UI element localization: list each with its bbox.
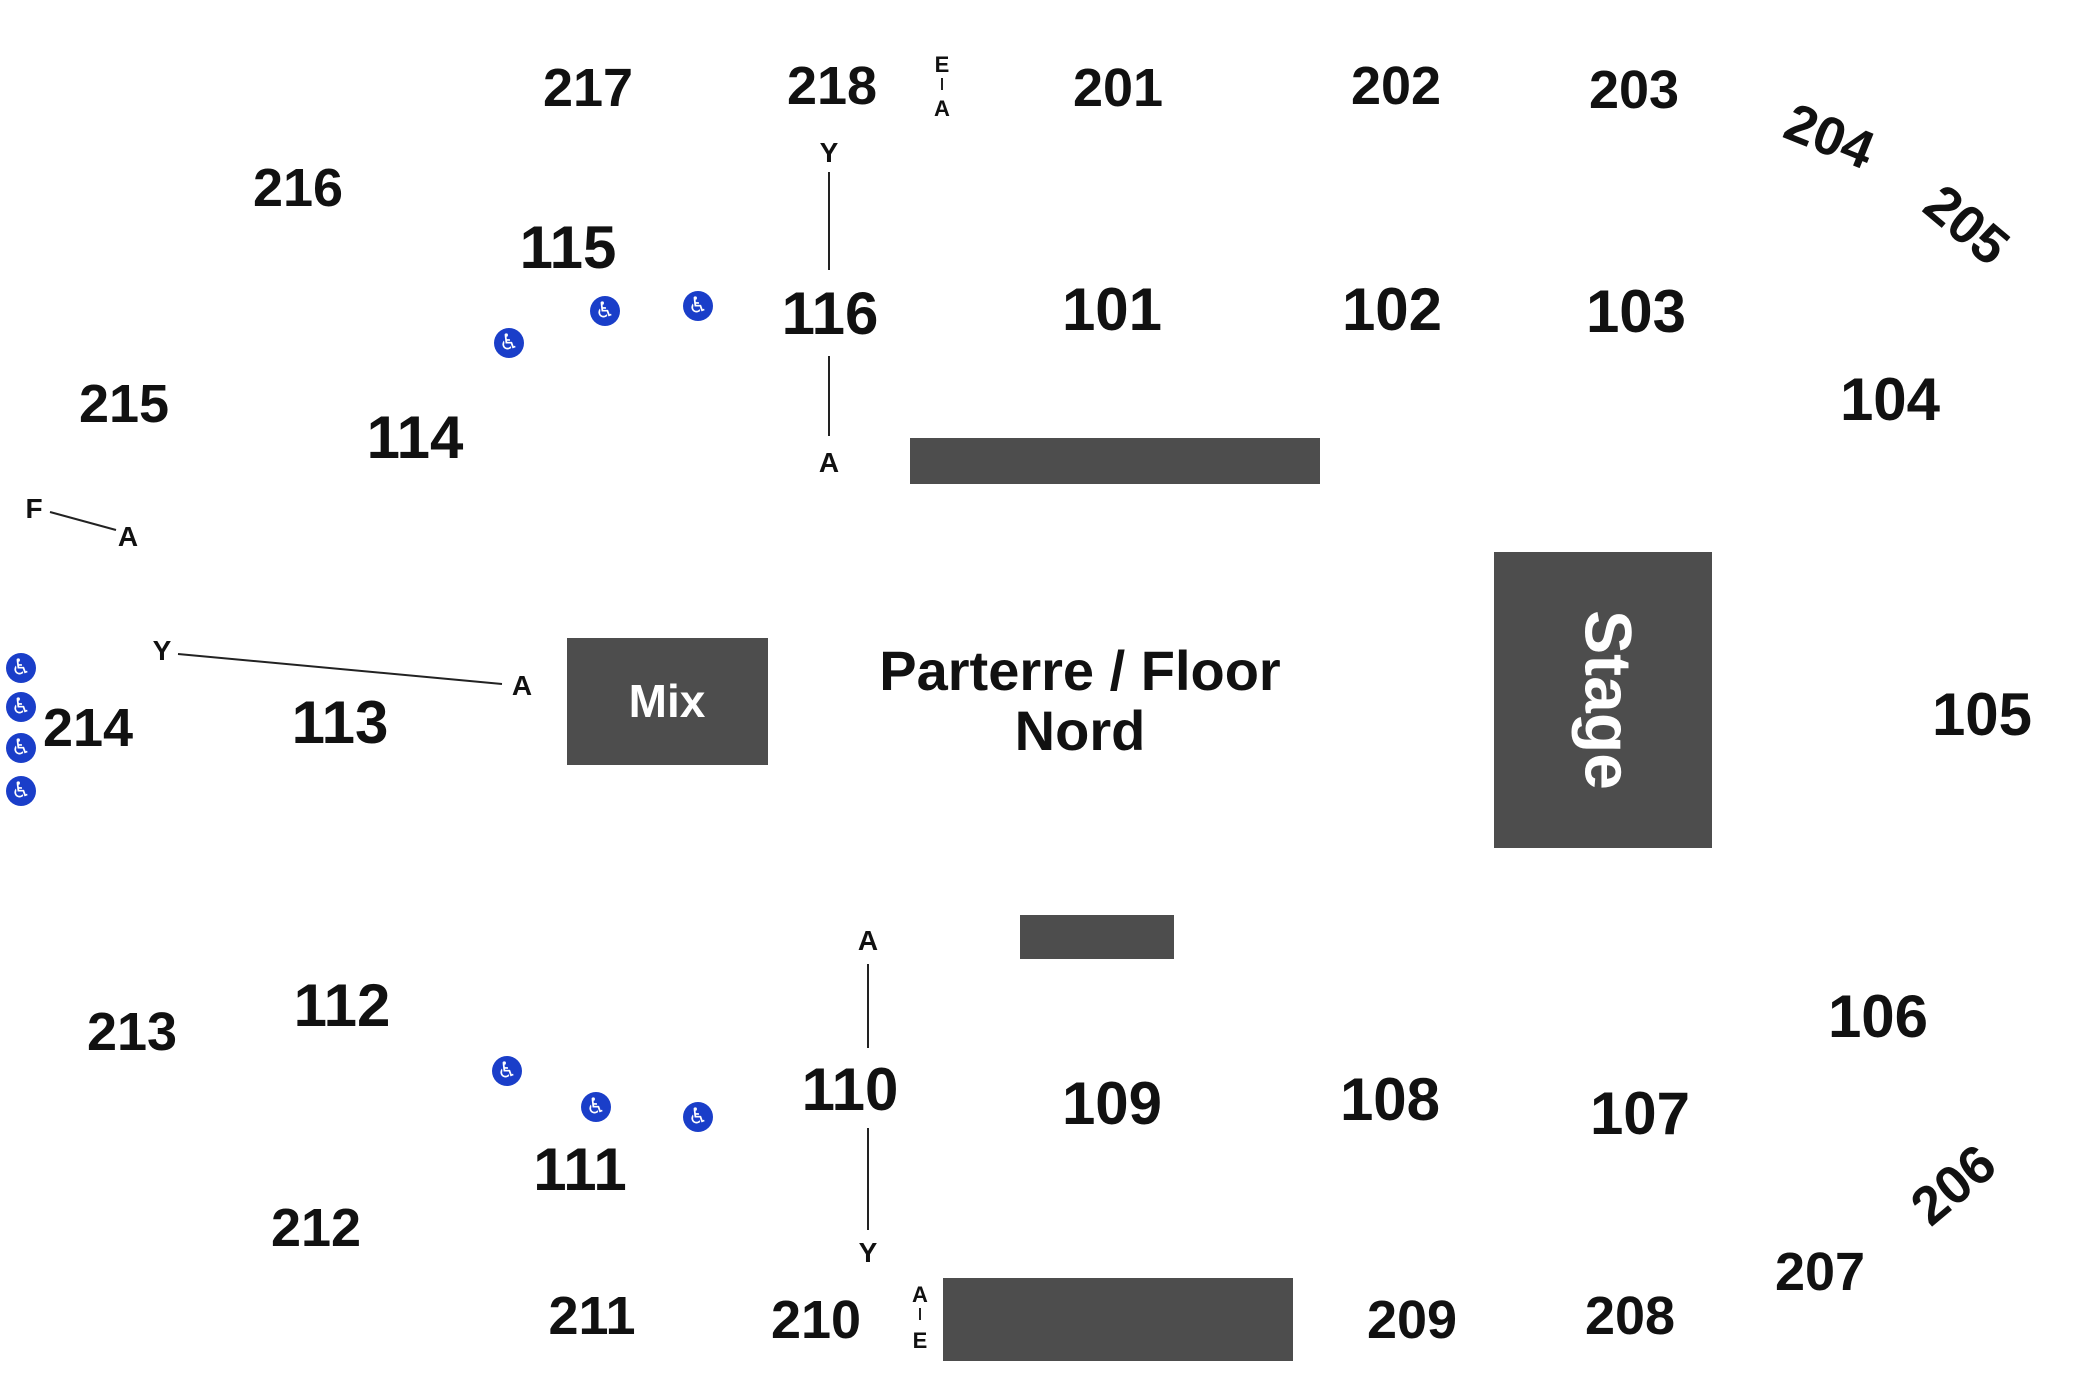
- section-211[interactable]: 211: [548, 1286, 635, 1346]
- svg-text:♿: ♿: [688, 1105, 708, 1130]
- wheelchair-icon[interactable]: ♿: [6, 692, 36, 722]
- row-marker-218-top: E: [935, 52, 950, 77]
- svg-text:♿: ♿: [11, 779, 31, 804]
- section-103[interactable]: 103: [1586, 278, 1686, 345]
- section-215[interactable]: 215: [79, 374, 169, 434]
- floor-label-line2: Nord: [1015, 699, 1146, 762]
- aisle-line-113: [177, 653, 503, 685]
- section-217[interactable]: 217: [543, 58, 633, 118]
- floor-label-line1: Parterre / Floor: [879, 639, 1280, 702]
- row-marker-113-left: Y: [153, 635, 172, 666]
- row-marker-210-top: A: [912, 1282, 928, 1307]
- section-206[interactable]: 206: [1900, 1133, 2008, 1237]
- section-116[interactable]: 116: [782, 280, 879, 347]
- section-108[interactable]: 108: [1340, 1066, 1440, 1133]
- row-marker-218-bottom: A: [934, 96, 950, 121]
- svg-text:♿: ♿: [11, 695, 31, 720]
- wheelchair-icon[interactable]: ♿: [581, 1092, 611, 1122]
- section-201[interactable]: 201: [1073, 58, 1163, 118]
- stage-block: [1494, 552, 1712, 848]
- section-216[interactable]: 216: [253, 158, 343, 218]
- wheelchair-icon[interactable]: ♿: [494, 328, 524, 358]
- floor-barrier-bottom: [943, 1278, 1293, 1361]
- section-107[interactable]: 107: [1590, 1080, 1690, 1147]
- wheelchair-icon[interactable]: ♿: [492, 1056, 522, 1086]
- floor-barrier-top: [910, 438, 1320, 484]
- section-204[interactable]: 204: [1776, 92, 1882, 181]
- section-109[interactable]: 109: [1062, 1070, 1162, 1137]
- svg-text:♿: ♿: [688, 294, 708, 319]
- section-213[interactable]: 213: [87, 1002, 177, 1062]
- section-101[interactable]: 101: [1062, 276, 1162, 343]
- row-marker-113-right: A: [512, 670, 532, 701]
- section-114[interactable]: 114: [367, 404, 464, 471]
- svg-text:♿: ♿: [497, 1059, 517, 1084]
- section-110[interactable]: 110: [802, 1056, 899, 1123]
- section-209[interactable]: 209: [1367, 1290, 1457, 1350]
- svg-text:♿: ♿: [11, 736, 31, 761]
- wheelchair-icon[interactable]: ♿: [6, 653, 36, 683]
- section-115[interactable]: 115: [520, 214, 617, 281]
- mix-label: Mix: [629, 675, 706, 727]
- section-212[interactable]: 212: [271, 1198, 361, 1258]
- svg-text:♿: ♿: [11, 656, 31, 681]
- stage-label: Stage: [1572, 610, 1646, 790]
- section-203[interactable]: 203: [1589, 60, 1679, 120]
- wheelchair-icon[interactable]: ♿: [6, 776, 36, 806]
- row-marker-116-bottom: A: [819, 447, 839, 478]
- section-208[interactable]: 208: [1585, 1286, 1675, 1346]
- section-202[interactable]: 202: [1351, 56, 1441, 116]
- section-104[interactable]: 104: [1840, 366, 1941, 433]
- aisle-line-215: [49, 511, 117, 531]
- wheelchair-icon[interactable]: ♿: [683, 291, 713, 321]
- svg-text:♿: ♿: [586, 1095, 606, 1120]
- row-marker-110-bottom: Y: [859, 1237, 878, 1268]
- row-marker-210-bottom: E: [913, 1328, 928, 1353]
- wheelchair-icon[interactable]: ♿: [683, 1102, 713, 1132]
- section-105[interactable]: 105: [1932, 681, 2032, 748]
- section-207[interactable]: 207: [1775, 1242, 1865, 1302]
- section-113[interactable]: 113: [292, 689, 389, 756]
- wheelchair-icon[interactable]: ♿: [6, 733, 36, 763]
- svg-text:♿: ♿: [595, 299, 615, 324]
- section-106[interactable]: 106: [1828, 983, 1928, 1050]
- row-marker-215-right: A: [118, 521, 138, 552]
- row-marker-110-top: A: [858, 925, 878, 956]
- section-218[interactable]: 218: [787, 56, 877, 116]
- section-214[interactable]: 214: [43, 698, 133, 758]
- section-210[interactable]: 210: [771, 1290, 861, 1350]
- section-112[interactable]: 112: [294, 972, 391, 1039]
- floor-barrier-middle: [1020, 915, 1174, 959]
- mix-block: [567, 638, 768, 765]
- row-marker-215-left: F: [25, 493, 42, 524]
- section-111[interactable]: 111: [533, 1136, 627, 1203]
- wheelchair-icon[interactable]: ♿: [590, 296, 620, 326]
- section-102[interactable]: 102: [1342, 276, 1442, 343]
- section-205[interactable]: 205: [1913, 173, 2021, 277]
- svg-text:♿: ♿: [499, 331, 519, 356]
- row-marker-116-top: Y: [820, 137, 839, 168]
